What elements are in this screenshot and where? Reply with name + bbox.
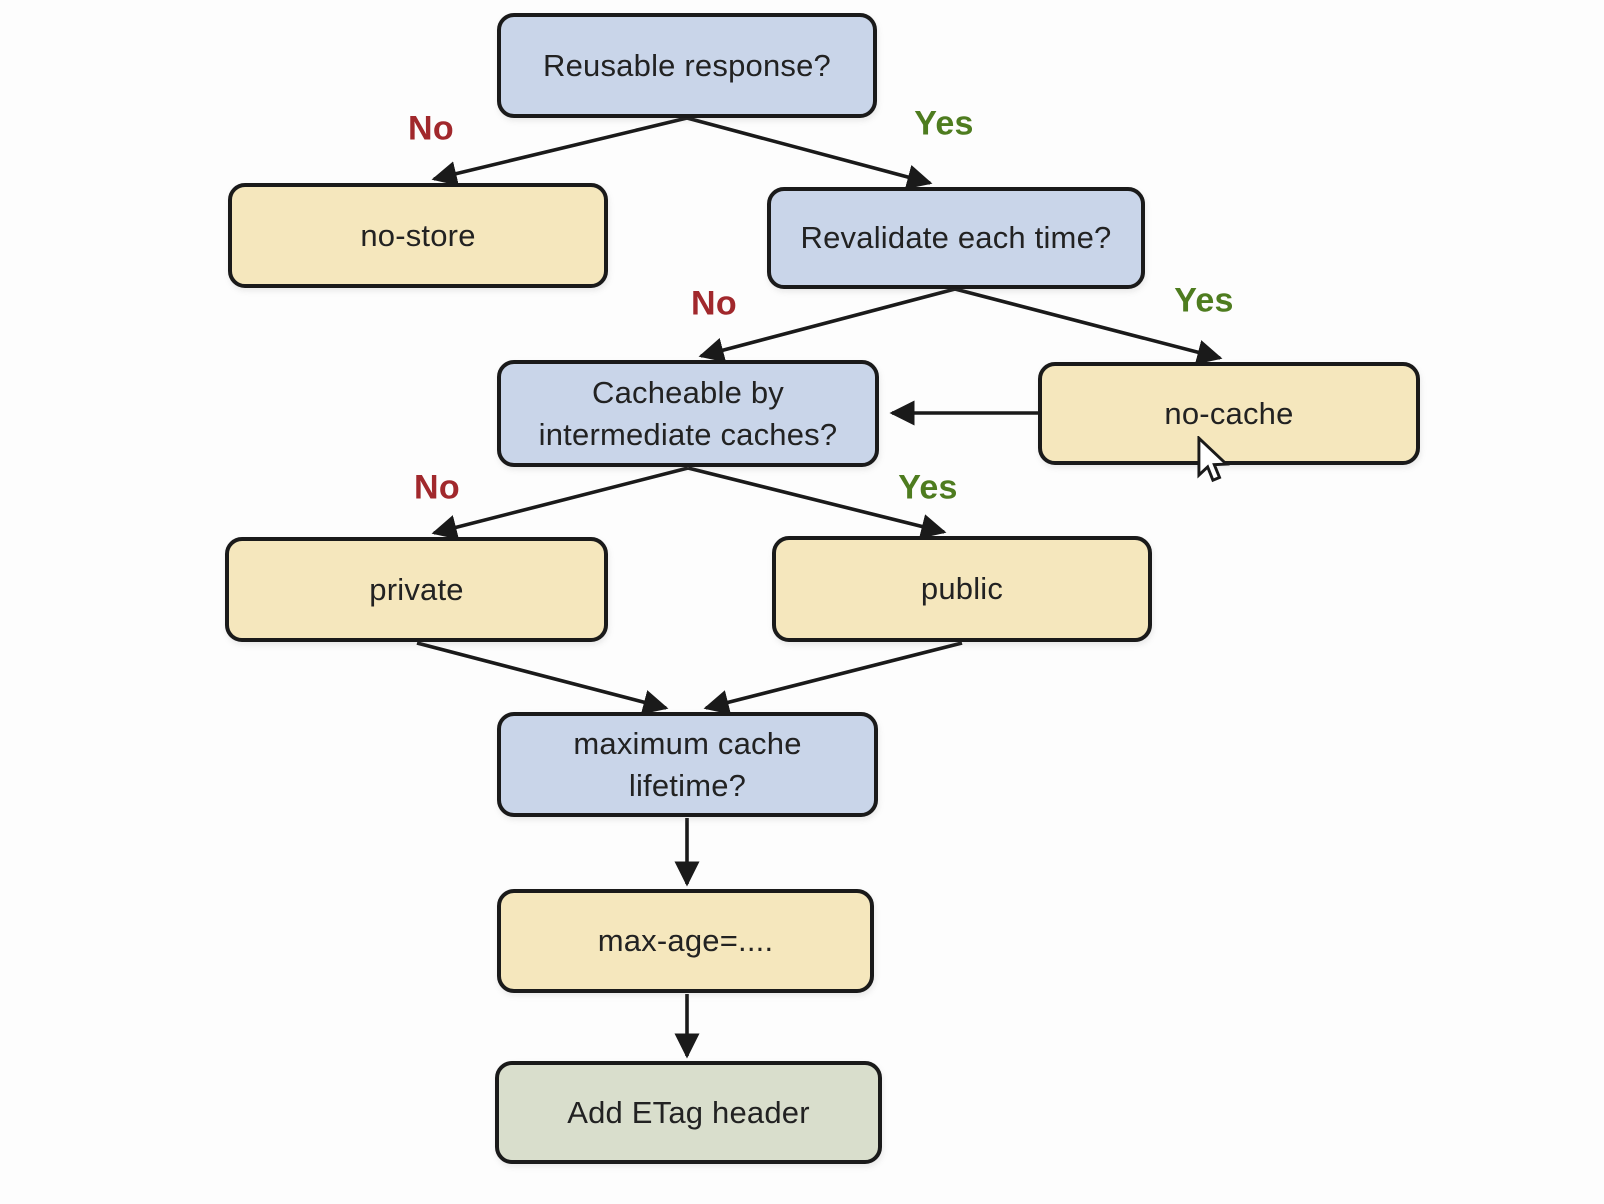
node-private-label: private (369, 571, 464, 607)
edge-public-to-lifetime (703, 641, 963, 715)
edge-label-revalidate-yes: Yes (1174, 281, 1234, 320)
node-max-age-label: max-age=.... (597, 923, 774, 959)
edge-reusable-to-revalidate (686, 116, 933, 190)
edge-private-to-lifetime (416, 641, 669, 715)
node-cacheable-by-intermediate-caches-label: Cacheable by intermediate caches? (538, 374, 838, 452)
node-public-label: public (920, 571, 1004, 607)
node-maximum-cache-lifetime: maximum cache lifetime? (497, 712, 878, 817)
mouse-cursor-arrow-pointer-icon (1197, 436, 1230, 483)
edge-reusable-to-no-store (431, 116, 688, 186)
edge-revalidate-to-cacheable (698, 287, 956, 363)
node-no-store: no-store (228, 183, 608, 288)
edge-cacheable-to-private (431, 466, 689, 540)
node-reusable-response: Reusable response? (497, 13, 877, 118)
edge-label-cacheable-yes: Yes (898, 468, 958, 507)
node-add-etag-header: Add ETag header (495, 1061, 882, 1164)
node-public: public (772, 536, 1152, 642)
edge-label-reusable-no: No (408, 109, 454, 148)
node-cacheable-by-intermediate-caches: Cacheable by intermediate caches? (497, 360, 879, 467)
node-private: private (225, 537, 608, 642)
edge-label-cacheable-no: No (414, 468, 460, 507)
node-revalidate-each-time: Revalidate each time? (767, 187, 1145, 289)
node-max-age: max-age=.... (497, 889, 874, 993)
node-revalidate-each-time-label: Revalidate each time? (800, 220, 1112, 256)
node-no-store-label: no-store (360, 217, 476, 253)
node-no-cache: no-cache (1038, 362, 1420, 465)
node-add-etag-header-label: Add ETag header (567, 1094, 810, 1130)
node-maximum-cache-lifetime-label: maximum cache lifetime? (573, 725, 802, 803)
edge-label-revalidate-no: No (691, 284, 737, 323)
node-reusable-response-label: Reusable response? (543, 47, 831, 83)
edge-label-reusable-yes: Yes (914, 104, 974, 143)
node-no-cache-label: no-cache (1164, 395, 1294, 431)
